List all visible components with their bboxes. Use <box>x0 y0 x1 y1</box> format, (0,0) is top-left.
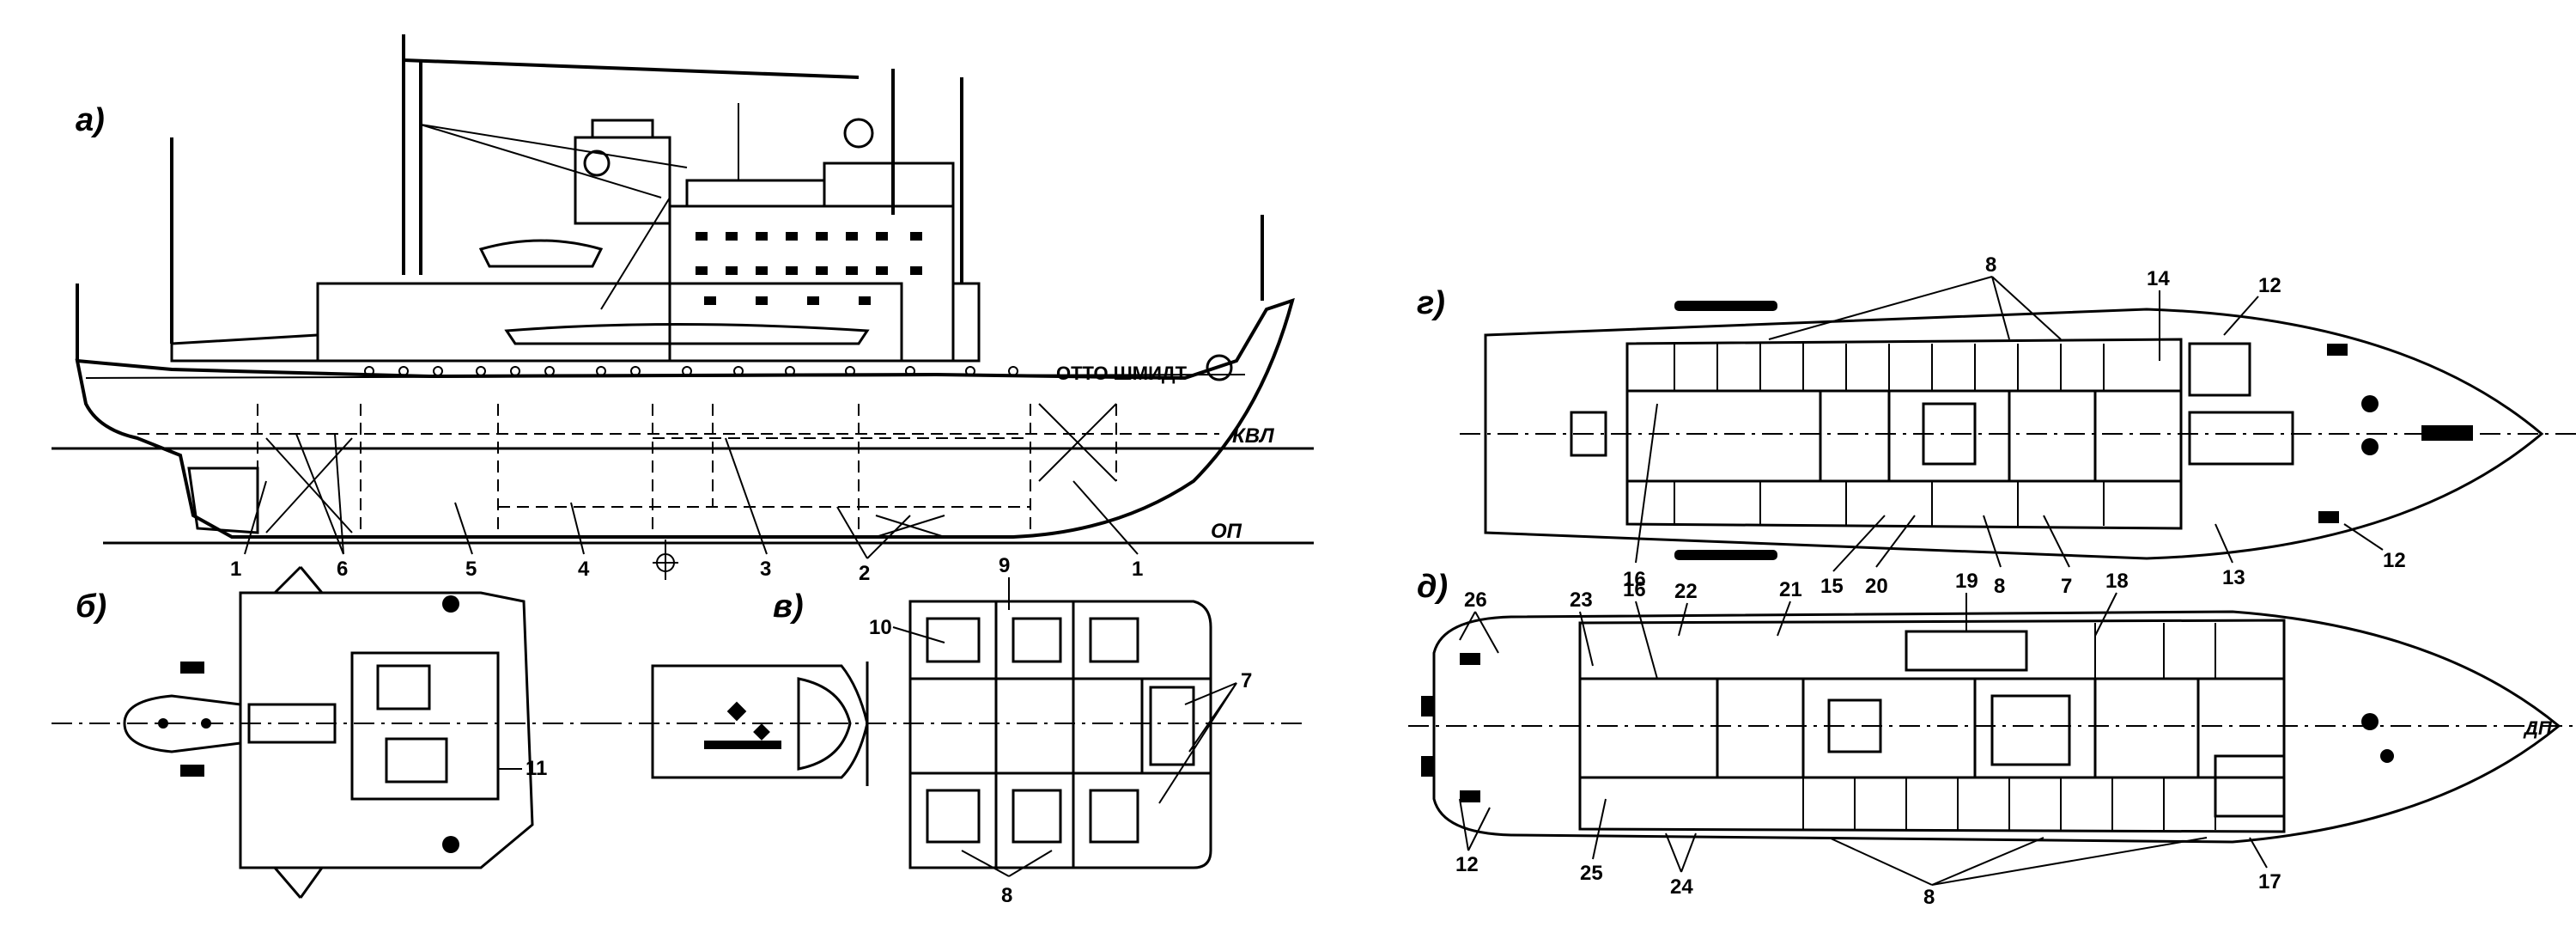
superstructure <box>170 119 981 363</box>
svg-text:21: 21 <box>1779 578 1802 601</box>
fittings-g <box>1674 301 2473 560</box>
svg-text:26: 26 <box>1464 588 1487 612</box>
svg-text:12: 12 <box>2258 274 2281 297</box>
svg-text:12: 12 <box>1455 853 1479 876</box>
svg-text:1: 1 <box>230 558 241 581</box>
tank-hatching <box>265 403 1117 538</box>
upper-deck-fittings <box>704 701 781 749</box>
svg-text:17: 17 <box>2258 870 2281 893</box>
cabins-g <box>1674 344 2105 526</box>
sheer-line <box>85 374 1246 379</box>
callout-11: 11 <box>526 757 547 780</box>
svg-text:16: 16 <box>1623 568 1646 591</box>
svg-text:20: 20 <box>1865 575 1888 598</box>
op-label: ОП <box>1211 520 1242 543</box>
svg-text:5: 5 <box>465 558 477 581</box>
svg-text:13: 13 <box>2222 566 2245 589</box>
rudder <box>187 466 259 534</box>
panel-label-g: г) <box>1417 285 1445 321</box>
dp-label: ДП <box>2523 717 2553 739</box>
stays <box>420 103 739 310</box>
side-view-callouts: 1 6 5 4 3 2 1 <box>230 433 1143 585</box>
svg-text:12: 12 <box>2383 549 2406 572</box>
midship-symbol-icon <box>653 540 678 580</box>
svg-text:3: 3 <box>760 558 771 581</box>
svg-text:23: 23 <box>1570 588 1593 612</box>
svg-text:18: 18 <box>2105 570 2129 593</box>
aft-deck-fittings <box>158 595 459 853</box>
superstructure-windows <box>696 232 922 305</box>
searchlight-icon <box>843 118 874 149</box>
funnel-emblem-icon <box>583 149 611 177</box>
hull-outline <box>75 297 1295 539</box>
portholes <box>364 366 1018 376</box>
panel-label-a: а) <box>76 102 105 138</box>
svg-text:22: 22 <box>1674 580 1698 603</box>
svg-text:7: 7 <box>1241 669 1252 692</box>
kvl-label: КВЛ <box>1232 424 1274 448</box>
svg-text:8: 8 <box>1001 884 1012 907</box>
svg-text:16: 16 <box>1623 578 1646 601</box>
svg-text:1: 1 <box>1132 558 1143 581</box>
fittings-d <box>1421 653 2394 802</box>
internal-compartments <box>137 404 1219 537</box>
masts-and-rigging <box>76 34 1264 361</box>
panel-label-v: в) <box>773 588 804 625</box>
ship-name-on-hull: ОТТО ШМИДТ <box>1056 363 1188 384</box>
d-view-callouts: 26 23 16 22 21 19 18 12 25 24 8 17 <box>1455 570 2281 909</box>
svg-text:9: 9 <box>999 554 1010 577</box>
svg-text:8: 8 <box>1985 253 1996 277</box>
svg-text:25: 25 <box>1580 862 1603 885</box>
svg-text:6: 6 <box>337 558 348 581</box>
lifeboats <box>478 239 870 345</box>
upper-deck-plan <box>651 600 1212 869</box>
aft-deck-plan <box>123 565 534 899</box>
svg-text:10: 10 <box>869 616 892 639</box>
cabins-d <box>1802 623 2216 830</box>
svg-text:7: 7 <box>2061 575 2072 598</box>
svg-text:19: 19 <box>1955 570 1978 593</box>
svg-text:8: 8 <box>1923 886 1935 909</box>
deck-plan-g <box>1484 308 2544 560</box>
panel-label-b: б) <box>76 588 106 625</box>
svg-text:8: 8 <box>1994 575 2005 598</box>
panel-label-d: д) <box>1417 569 1448 605</box>
svg-text:15: 15 <box>1820 575 1844 598</box>
g-view-callouts: 8 14 12 16 15 20 8 7 13 12 <box>1623 253 2406 598</box>
v-view-callouts: 9 10 7 8 <box>869 554 1252 907</box>
svg-text:4: 4 <box>578 558 590 581</box>
svg-text:2: 2 <box>859 562 870 585</box>
anchor-hawse <box>1206 354 1233 381</box>
svg-text:24: 24 <box>1670 875 1693 899</box>
svg-text:14: 14 <box>2147 267 2170 290</box>
